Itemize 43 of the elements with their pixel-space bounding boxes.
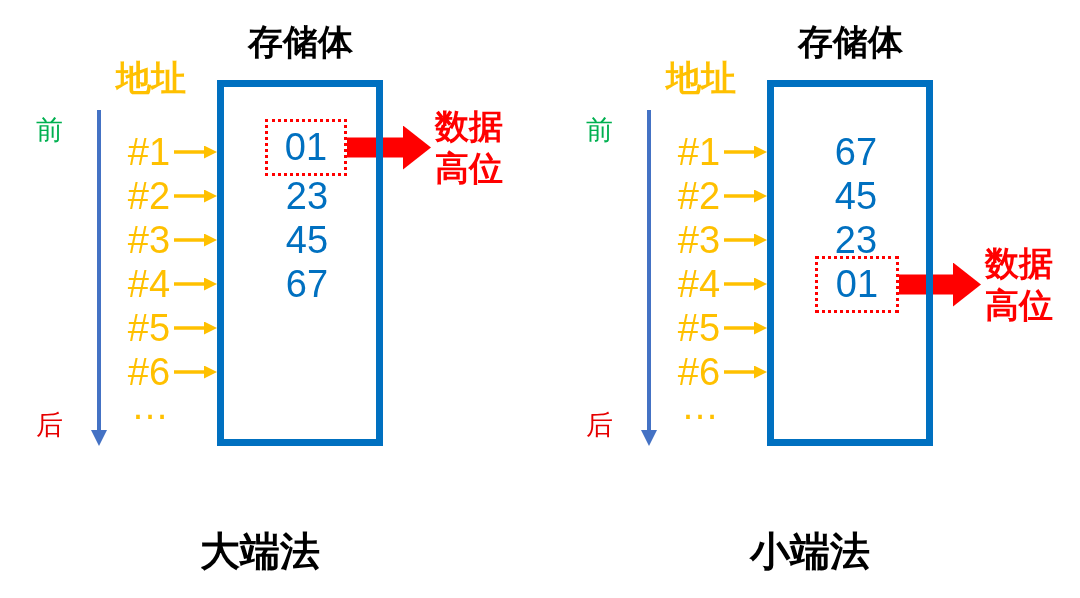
order-label: 后 [584, 408, 614, 442]
address-label: #3 [674, 218, 724, 262]
panel-caption: 小端法 [748, 526, 871, 576]
arrow [174, 277, 217, 291]
highlighted-byte: 01 [815, 256, 899, 313]
block-arrow [899, 262, 981, 307]
arrow [174, 189, 217, 203]
block-heading: 存储体 [796, 20, 904, 64]
column-heading: 地址 [664, 56, 737, 100]
arrow [174, 145, 217, 159]
byte-value: 45 [284, 218, 330, 262]
address-label: #5 [674, 306, 724, 350]
highlighted-byte: 01 [265, 119, 347, 176]
address-label: #2 [674, 174, 724, 218]
byte-value: 67 [833, 130, 879, 174]
annotation: 数据高位 [981, 242, 1057, 326]
address-label: #2 [124, 174, 174, 218]
arrow [724, 321, 767, 335]
annotation: 数据高位 [431, 105, 507, 189]
column-heading: 地址 [114, 56, 187, 100]
arrow [724, 233, 767, 247]
order-label: 前 [584, 113, 614, 147]
order-label: 后 [34, 408, 64, 442]
arrow [174, 233, 217, 247]
arrow [174, 365, 217, 379]
arrow [724, 277, 767, 291]
byte-value: 45 [833, 174, 879, 218]
byte-value: 67 [284, 262, 330, 306]
block-heading: 存储体 [246, 20, 354, 64]
arrow [724, 365, 767, 379]
arrow [174, 321, 217, 335]
address-label: #1 [124, 130, 174, 174]
byte-value: 23 [284, 174, 330, 218]
arrow [724, 145, 767, 159]
address-label: #4 [674, 262, 724, 306]
panel-caption: 大端法 [199, 526, 321, 576]
arrow [724, 189, 767, 203]
address-label: #3 [124, 218, 174, 262]
address-label: #1 [674, 130, 724, 174]
address-label: #4 [124, 262, 174, 306]
order-label: 前 [34, 113, 64, 147]
block-arrow [347, 125, 431, 170]
address-label: #5 [124, 306, 174, 350]
